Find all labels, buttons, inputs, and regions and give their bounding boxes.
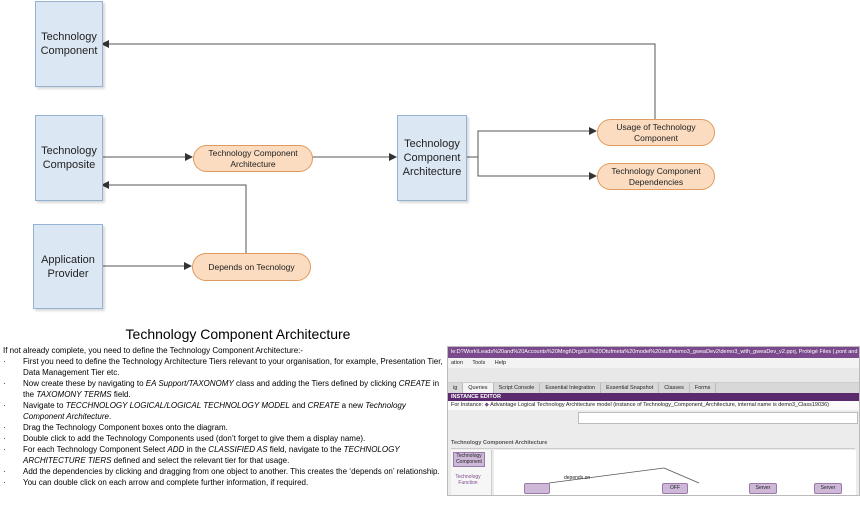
canvas-node[interactable]: Server — [749, 483, 777, 494]
oval-technology-component-dependencies[interactable]: Technology Component Dependencies — [597, 163, 715, 190]
tab[interactable]: Queries — [463, 383, 494, 393]
bullet: · — [3, 467, 6, 476]
step-text: EA Support/TAXONOMY — [145, 379, 234, 388]
step-item: · For each Technology Component Select AD… — [3, 444, 443, 466]
step-item: · First you need to define the Technology… — [3, 356, 443, 378]
diamond-icon: ◆ — [484, 402, 489, 408]
step-text: Drag the Technology Component boxes onto… — [23, 423, 228, 432]
menu-item[interactable]: ation — [451, 360, 463, 366]
step-item: · Navigate to TECCHNOLOGY LOGICAL/LOGICAL… — [3, 400, 443, 422]
technology-composite-box[interactable]: Technology Composite — [35, 115, 103, 201]
step-text: in the — [23, 379, 440, 399]
technology-component-architecture-box[interactable]: Technology Component Architecture — [397, 115, 467, 201]
step-text: . — [108, 412, 112, 421]
step-text: CREATE — [398, 379, 431, 388]
step-text: TECHNOLOGY ARCHITECTURE TIERS — [23, 445, 400, 465]
protege-screenshot: le:D?Work\Leads%20and%20Accounts%20Mngt\… — [447, 346, 860, 496]
bullet: · — [3, 357, 6, 366]
step-text: class and adding the Tiers defined by cl… — [233, 379, 399, 388]
canvas-node[interactable]: Server — [814, 483, 842, 494]
step-item: · Now create these by navigating to EA Su… — [3, 378, 443, 400]
bullet: · — [3, 445, 6, 454]
screenshot-tabs: ig Queries Script Console Essential Inte… — [448, 383, 859, 393]
step-text: and — [289, 401, 308, 410]
step-text: a new — [339, 401, 366, 410]
step-text: You can double click on each arrow and c… — [23, 478, 309, 487]
step-text: in the — [184, 445, 209, 454]
intro-text: If not already complete, you need to def… — [3, 346, 304, 355]
step-item: · Add the dependencies by clicking and dr… — [3, 466, 443, 477]
arrow-depends-to-composite — [101, 181, 247, 253]
tab[interactable]: ig — [448, 383, 464, 393]
step-text: Double click to add the Technology Compo… — [23, 434, 366, 443]
canvas-lines — [548, 467, 700, 484]
screenshot-menubar: ation Tools Help — [448, 358, 859, 368]
for-instance-row: For Instance: ◆ Advantage Logical Techno… — [448, 401, 859, 410]
step-text: First you need to define the Technology … — [23, 357, 443, 377]
depends-on-label: depends on — [564, 475, 591, 481]
bullet: · — [3, 379, 6, 388]
step-text: Technology Component Architecture — [23, 401, 406, 421]
step-text: Navigate to — [23, 401, 66, 410]
step-text: Now create these by navigating to — [23, 379, 146, 388]
screenshot-toolbar — [448, 368, 859, 383]
tab[interactable]: Essential Snapshot — [601, 383, 660, 393]
canvas-node[interactable]: OFF — [662, 483, 688, 494]
step-text: CLASSIFIED AS — [208, 445, 268, 454]
step-text: defined and select the relevant tier for… — [111, 456, 290, 465]
application-provider-box[interactable]: Application Provider — [33, 224, 103, 309]
menu-item[interactable]: Tools — [472, 360, 486, 366]
bullet: · — [3, 423, 6, 432]
step-text: For each Technology Component Select — [23, 445, 168, 454]
section-title: Technology Component Architecture — [125, 326, 351, 342]
step-item: · Double click to add the Technology Comp… — [3, 433, 443, 444]
step-text: TAXOMONY TERMS — [36, 390, 112, 399]
arrow-box-to-usage — [465, 127, 597, 158]
oval-usage-of-technology-component[interactable]: Usage of Technology Component — [597, 119, 715, 146]
screenshot-titlebar: le:D?Work\Leads%20and%20Accounts%20Mngt\… — [448, 347, 859, 358]
name-row — [448, 410, 859, 426]
step-text: field, navigate to the — [267, 445, 344, 454]
step-text: ADD — [167, 445, 185, 454]
step-text: TECCHNOLOGY LOGICAL/LOGICAL TECHNOLOGY M… — [65, 401, 290, 410]
step-text: field. — [111, 390, 131, 399]
step-item: · You can double click on each arrow and … — [3, 477, 443, 488]
palette-item[interactable]: Technology Function — [453, 474, 483, 487]
arrow-usage-to-component — [101, 40, 656, 119]
tab[interactable]: Classes — [659, 383, 690, 393]
step-text: Add the dependencies by clicking and dra… — [23, 467, 440, 476]
canvas-node[interactable] — [524, 483, 550, 494]
bullet: · — [3, 401, 6, 410]
step-item: · Drag the Technology Component boxes on… — [3, 422, 443, 433]
tab[interactable]: Essential Integration — [540, 383, 602, 393]
menu-item[interactable]: Help — [494, 360, 507, 366]
step-text: CREATE — [307, 401, 340, 410]
arrow-box-to-dependencies — [477, 157, 597, 180]
tab[interactable]: Forms — [690, 383, 717, 393]
panel-title: Technology Component Architecture — [451, 439, 855, 449]
oval-technology-component-architecture[interactable]: Technology Component Architecture — [193, 145, 313, 172]
oval-depends-on-technology[interactable]: Depends on Tecnology — [192, 253, 311, 281]
palette-item[interactable]: Technology Component — [453, 452, 485, 467]
for-instance-label: For Instance: — [451, 402, 484, 408]
steps-list: · First you need to define the Technology… — [3, 356, 443, 488]
name-field[interactable] — [578, 412, 858, 424]
bullet: · — [3, 478, 6, 487]
diagram-canvas[interactable]: depends on OFF Server Server — [494, 450, 856, 495]
technology-component-box[interactable]: Technology Component — [35, 1, 103, 87]
tab[interactable]: Script Console — [494, 383, 541, 393]
palette: Technology Component Technology Function — [451, 450, 492, 495]
instance-editor-band: INSTANCE EDITOR — [448, 393, 859, 401]
for-instance-value: Advantage Logical Technology Architectur… — [490, 402, 829, 408]
bullet: · — [3, 434, 6, 443]
